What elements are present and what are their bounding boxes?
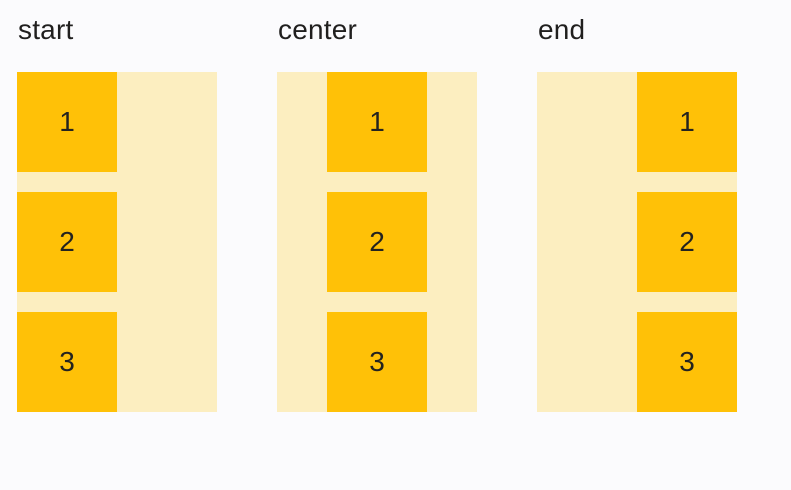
flex-item: 1	[637, 72, 737, 172]
flex-item: 2	[637, 192, 737, 292]
flex-item: 1	[327, 72, 427, 172]
align-demo-end: end 1 2 3	[537, 14, 737, 412]
align-demo-start: start 1 2 3	[17, 14, 217, 412]
flex-container-end: 1 2 3	[537, 72, 737, 412]
align-demo-center: center 1 2 3	[277, 14, 477, 412]
alignment-label-center: center	[278, 14, 358, 45]
flex-container-center: 1 2 3	[277, 72, 477, 412]
alignment-demo-row: start 1 2 3 center 1 2 3 end 1 2 3	[17, 14, 737, 412]
flex-item: 1	[17, 72, 117, 172]
flex-container-start: 1 2 3	[17, 72, 217, 412]
alignment-label-start: start	[18, 14, 74, 45]
flex-item: 2	[17, 192, 117, 292]
flex-item: 3	[17, 312, 117, 412]
flex-item: 2	[327, 192, 427, 292]
flex-item: 3	[327, 312, 427, 412]
flex-item: 3	[637, 312, 737, 412]
alignment-label-end: end	[538, 14, 586, 45]
